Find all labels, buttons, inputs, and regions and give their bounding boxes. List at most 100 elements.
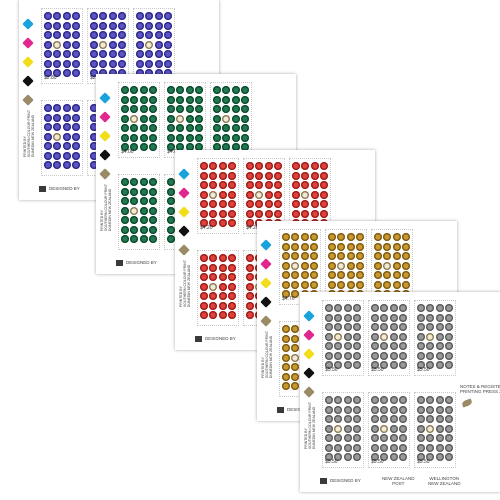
pattern-dot <box>130 225 139 234</box>
pattern-dot <box>426 304 435 312</box>
pattern-dot <box>245 282 254 291</box>
pattern-dot <box>389 342 398 350</box>
pattern-dot <box>435 453 444 461</box>
pattern-dot <box>89 31 98 39</box>
pattern-dot <box>402 261 411 270</box>
register-mark-icon <box>22 75 34 87</box>
pattern-dot <box>300 242 309 251</box>
pattern-dot <box>228 254 237 262</box>
pattern-dot <box>399 323 408 331</box>
pattern-dot <box>89 69 98 77</box>
pattern-dot <box>53 69 62 77</box>
pattern-dot <box>43 69 52 77</box>
pattern-dot <box>281 325 290 333</box>
pattern-dot <box>291 363 300 371</box>
pattern-dot <box>310 261 319 270</box>
register-mark-icon <box>99 111 111 123</box>
register-mark-icon <box>22 37 34 49</box>
pattern-dot <box>145 69 154 77</box>
pattern-dot <box>195 86 204 94</box>
dot-pattern <box>199 162 237 227</box>
pattern-dot <box>245 292 254 300</box>
pattern-dot <box>281 372 290 381</box>
pattern-dot <box>281 334 290 343</box>
pattern-dot <box>222 86 231 94</box>
pattern-dot <box>120 187 129 196</box>
dot-pattern <box>120 86 158 151</box>
pattern-dot <box>139 197 148 205</box>
pattern-dot <box>212 133 221 142</box>
pattern-dot <box>135 12 144 20</box>
pattern-dot <box>228 209 237 218</box>
pattern-dot <box>108 59 117 68</box>
pattern-dot <box>392 261 401 270</box>
pattern-dot <box>212 86 221 94</box>
pattern-dot <box>399 453 408 461</box>
pattern-dot <box>281 363 290 371</box>
pattern-dot <box>356 242 365 251</box>
pattern-dot <box>435 304 444 312</box>
pattern-dot <box>43 161 52 169</box>
pattern-dot <box>370 304 379 312</box>
pattern-dot <box>89 161 98 169</box>
pattern-dot <box>130 86 139 94</box>
register-mark-icon <box>178 168 190 180</box>
pattern-dot <box>108 69 117 77</box>
pattern-dot <box>291 334 300 343</box>
pattern-dot <box>383 242 392 251</box>
register-mark-icon <box>260 277 272 289</box>
pattern-dot <box>389 434 398 442</box>
pattern-dot <box>228 200 237 208</box>
pattern-dot <box>353 434 362 442</box>
pattern-dot <box>327 261 336 270</box>
imprint-line: DUNEDIN NEW ZEALAND <box>31 114 35 158</box>
imprint-line: DUNEDIN NEW ZEALAND <box>312 406 316 450</box>
pattern-dot <box>380 361 389 369</box>
stamp <box>197 250 239 326</box>
pattern-dot <box>320 190 329 199</box>
pattern-dot <box>399 424 408 433</box>
pattern-dot <box>274 200 283 208</box>
medallion-icon <box>301 190 310 199</box>
pattern-dot <box>426 434 435 442</box>
pattern-dot <box>399 443 408 452</box>
pattern-dot <box>166 235 175 243</box>
pattern-dot <box>389 396 398 404</box>
pattern-dot <box>199 171 208 180</box>
pattern-dot <box>353 313 362 322</box>
pattern-dot <box>264 181 273 189</box>
pattern-dot <box>324 434 333 442</box>
pattern-dot <box>53 31 62 39</box>
pattern-dot <box>164 21 173 30</box>
pattern-dot <box>300 271 309 279</box>
pattern-dot <box>392 242 401 251</box>
fern-icon <box>461 398 473 408</box>
pattern-dot <box>426 443 435 452</box>
stamp <box>133 8 175 84</box>
pattern-dot <box>445 415 454 423</box>
pattern-dot <box>218 311 227 319</box>
pattern-dot <box>356 271 365 279</box>
pattern-dot <box>370 415 379 423</box>
pattern-dot <box>72 132 81 141</box>
pattern-dot <box>310 233 319 241</box>
pattern-dot <box>231 133 240 142</box>
pattern-dot <box>154 31 163 39</box>
pattern-dot <box>139 216 148 224</box>
pattern-dot <box>281 261 290 270</box>
pattern-dot <box>209 162 218 170</box>
pattern-dot <box>53 59 62 68</box>
pattern-dot <box>118 40 127 49</box>
pattern-dot <box>228 292 237 300</box>
pattern-dot <box>118 50 127 58</box>
pattern-dot <box>241 114 250 123</box>
pattern-dot <box>62 161 71 169</box>
pattern-dot <box>346 261 355 270</box>
pattern-dot <box>120 105 129 113</box>
pattern-dot <box>337 252 346 260</box>
pattern-dot <box>346 242 355 251</box>
stamp-value: $5.50 <box>325 459 338 465</box>
pattern-dot <box>373 280 382 289</box>
pattern-dot <box>291 171 300 180</box>
